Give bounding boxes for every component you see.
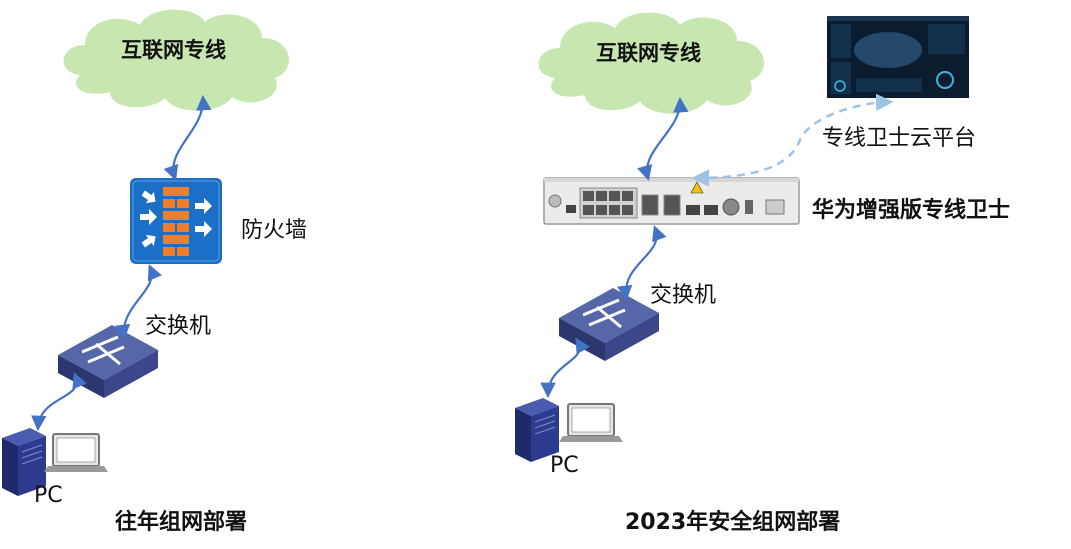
left-switch-icon [58, 325, 158, 398]
huawei-device-icon [543, 177, 800, 225]
device-label: 华为增强版专线卫士 [812, 198, 1011, 223]
left-links [31, 94, 212, 432]
left-cloud-label: 互联网专线 [121, 38, 226, 62]
cloud-platform-link [691, 93, 894, 187]
firewall-icon [130, 178, 222, 264]
left-switch-label: 交换机 [145, 314, 212, 339]
right-pc-label: PC [550, 453, 579, 478]
right-internet-cloud [538, 12, 765, 114]
right-caption: 2023年安全组网部署 [625, 510, 841, 535]
cloud-platform-dashboard-icon [827, 16, 969, 98]
left-internet-cloud [63, 9, 290, 111]
right-server-icon [515, 398, 559, 462]
right-switch-label: 交换机 [650, 283, 717, 308]
left-server-icon [2, 428, 46, 496]
left-caption: 往年组网部署 [115, 510, 248, 535]
right-links [540, 96, 689, 399]
right-laptop-icon [559, 403, 623, 442]
right-cloud-label: 互联网专线 [596, 41, 701, 65]
right-switch-icon [559, 288, 659, 361]
left-laptop-icon [44, 433, 108, 472]
firewall-label: 防火墙 [241, 218, 308, 243]
cloud-platform-label: 专线卫士云平台 [822, 126, 977, 151]
left-pc-label: PC [34, 483, 63, 508]
